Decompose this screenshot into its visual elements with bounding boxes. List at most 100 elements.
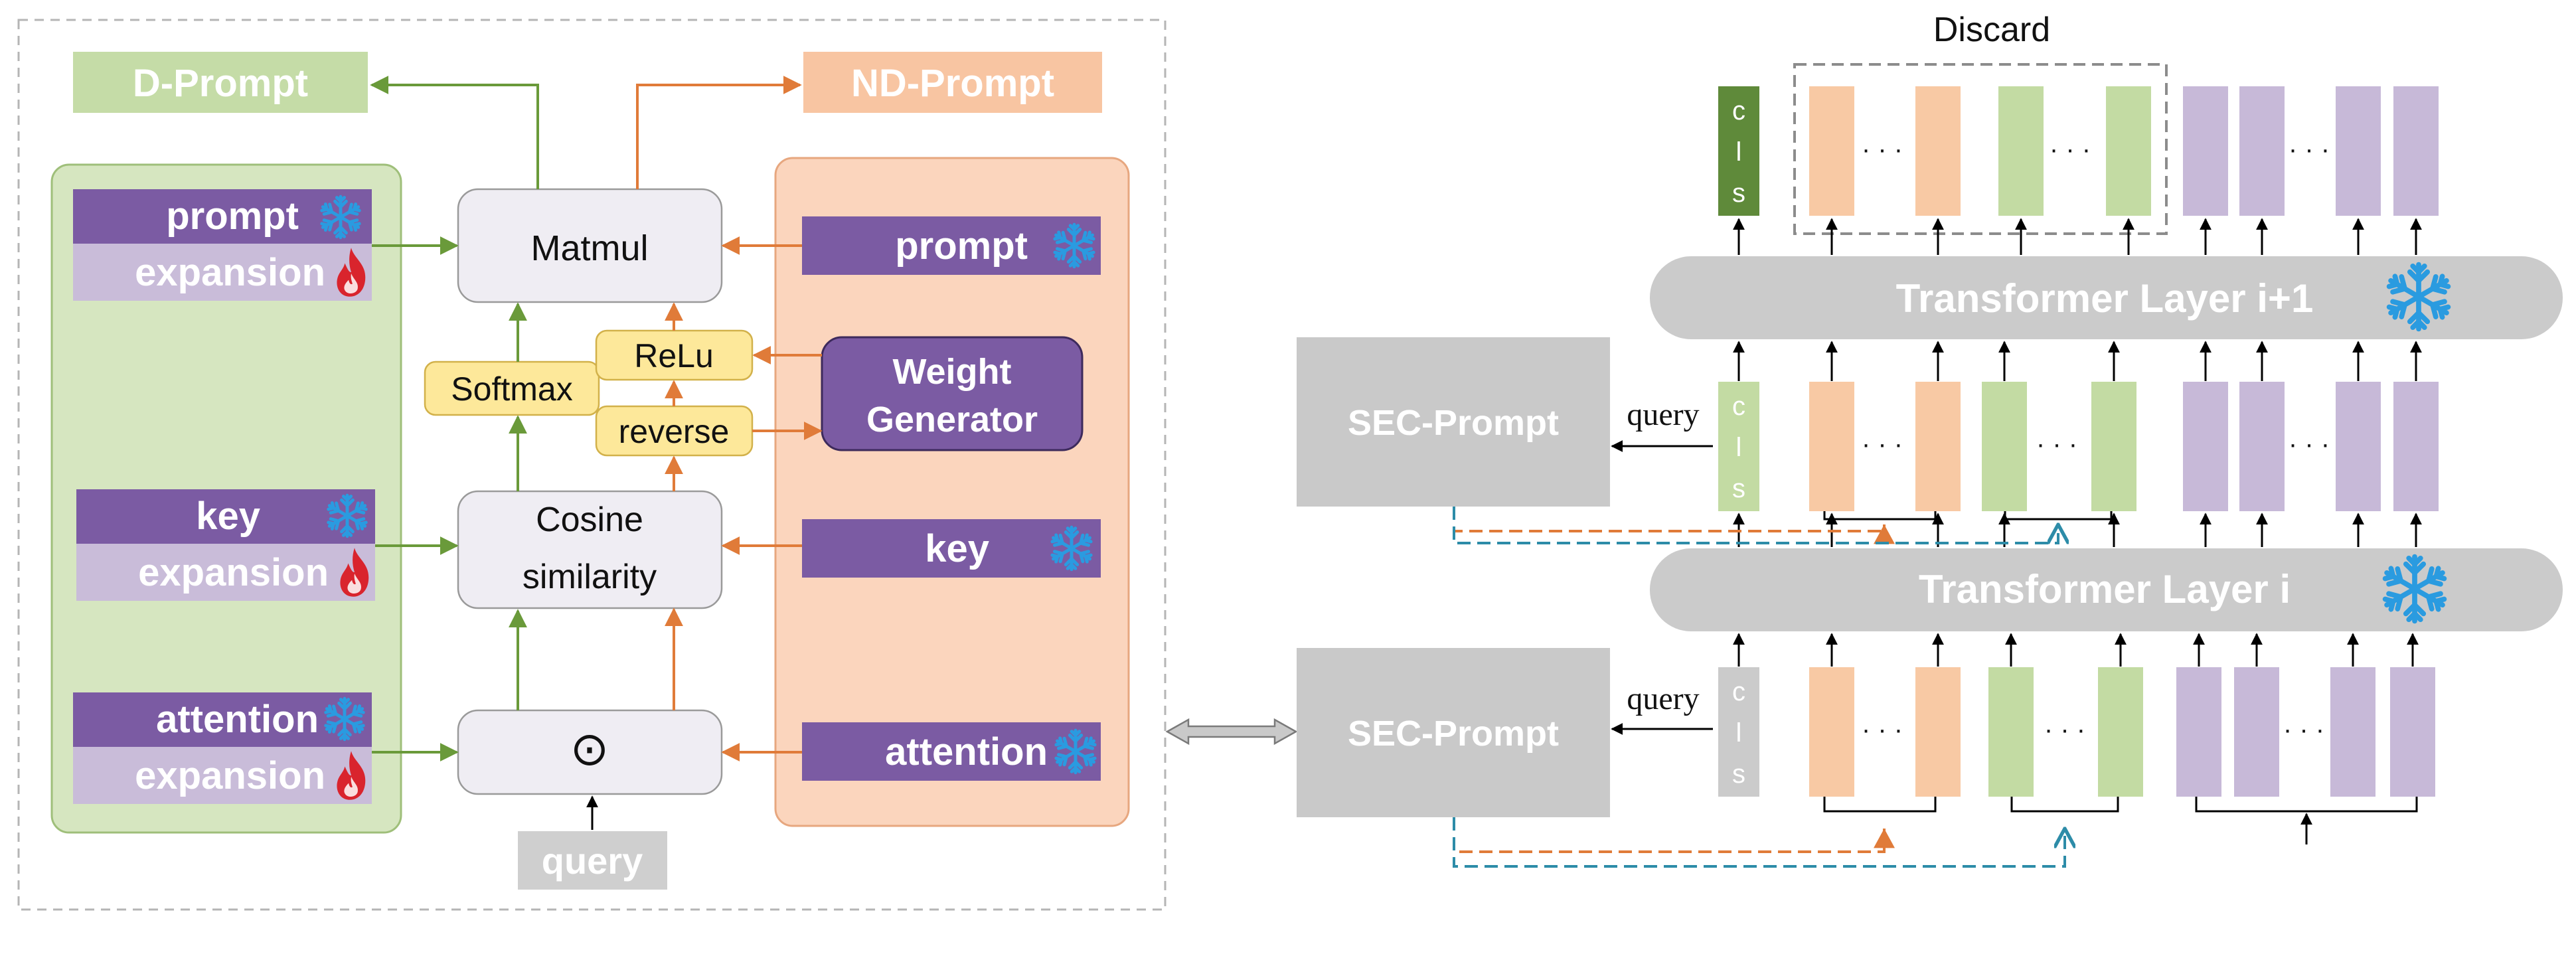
- transformer-layer-top: [1650, 256, 2563, 339]
- green-token-2: [1982, 382, 2027, 511]
- discard-label: Discard: [1933, 11, 2050, 49]
- double-arrow-icon: [1165, 718, 1298, 746]
- d-prompt-title: D-Prompt: [133, 62, 308, 105]
- purple-token-6: [2330, 667, 2375, 797]
- green-token-2: [1988, 667, 2034, 797]
- purple-token-4: [2176, 667, 2221, 797]
- transformer-layer-bottom: [1650, 548, 2563, 631]
- query-label-left: query: [542, 840, 643, 882]
- brackets-bottom: [1823, 797, 2418, 813]
- d-prompt-item-expansion: expansion: [135, 754, 325, 797]
- purple-token-4: [2183, 86, 2228, 216]
- softmax-box: [424, 360, 600, 416]
- purple-token-7: [2393, 86, 2439, 216]
- purple-token-5: [2239, 86, 2285, 216]
- ellipsis-mid-orange: · · ·: [1862, 430, 1903, 459]
- orange-token-1: [1915, 86, 1961, 216]
- discard-frame: [1793, 63, 2168, 235]
- cls-letter-s: s: [1732, 179, 1745, 208]
- token-row-bottom: [1733, 633, 2435, 797]
- matmul-label: Matmul: [530, 228, 648, 268]
- d-prompt-item-label: key: [196, 495, 260, 538]
- ellipsis-bot-purple: · · ·: [2283, 715, 2324, 744]
- nd-prompt-item-label: attention: [885, 730, 1048, 773]
- orange-arrows: [636, 76, 823, 761]
- orange-token-0: [1809, 382, 1854, 511]
- cls-letter-s: s: [1732, 759, 1745, 789]
- green-token-2: [1998, 86, 2044, 216]
- weight-generator-box: [821, 336, 1084, 451]
- nd-prompt-title: ND-Prompt: [851, 62, 1054, 105]
- nd-prompt-item-prompt: prompt: [802, 216, 1101, 275]
- nd-prompt-title-box: [803, 52, 1102, 113]
- ellipsis-bot-orange: · · ·: [1862, 715, 1903, 744]
- hadamard-product-symbol: ⊙: [570, 723, 609, 775]
- nd-prompt-item-label: key: [925, 527, 989, 570]
- cls-letter-l: l: [1736, 137, 1742, 167]
- sec-prompt-bottom-label: SEC-Prompt: [1348, 714, 1559, 754]
- purple-token-4: [2183, 382, 2228, 511]
- d-prompt-title-box: [73, 52, 368, 113]
- orange-token-1: [1915, 667, 1961, 797]
- reverse-label: reverse: [619, 413, 730, 450]
- cls-token-top: c l s: [1718, 86, 1759, 216]
- weight-generator-line1: Weight: [893, 352, 1012, 392]
- nd-prompt-item-label: prompt: [895, 224, 1028, 268]
- brackets-middle: [1823, 511, 2113, 520]
- orange-token-1: [1915, 382, 1961, 511]
- cosine-similarity-line2: similarity: [523, 558, 657, 596]
- nd-prompt-item-key: key: [802, 519, 1101, 578]
- green-token-3: [2091, 382, 2136, 511]
- ellipsis-top-purple: · · ·: [2289, 135, 2330, 164]
- cls-letter-l: l: [1736, 433, 1742, 462]
- query-label-top: query: [1627, 397, 1699, 432]
- sec-prompt-bottom: [1297, 648, 1610, 817]
- transformer-layer-top-label: Transformer Layer i+1: [1896, 276, 2314, 321]
- weight-generator-line2: Generator: [866, 400, 1038, 439]
- token-row-top: [1733, 86, 2439, 255]
- d-prompt-item-prompt: prompt expansion: [73, 189, 372, 301]
- relu-label: ReLu: [634, 337, 714, 374]
- purple-token-7: [2390, 667, 2435, 797]
- query-box-left: [518, 831, 667, 890]
- orange-token-0: [1809, 86, 1854, 216]
- orange-token-0: [1809, 667, 1854, 797]
- purple-token-6: [2336, 382, 2381, 511]
- d-prompt-item-label: attention: [156, 698, 319, 741]
- ellipsis-mid-green: · · ·: [2036, 430, 2077, 459]
- query-label-bottom: query: [1627, 681, 1699, 716]
- purple-token-7: [2393, 382, 2439, 511]
- purple-token-5: [2239, 382, 2285, 511]
- cls-letter-c: c: [1732, 677, 1745, 706]
- transformer-layer-bottom-label: Transformer Layer i: [1919, 567, 2291, 611]
- cls-letter-c: c: [1732, 96, 1745, 125]
- sec-prompt-top: [1297, 337, 1610, 507]
- green-token-3: [2098, 667, 2143, 797]
- ellipsis-top-orange: · · ·: [1862, 135, 1903, 164]
- ellipsis-mid-purple: · · ·: [2289, 430, 2330, 459]
- dashed-arrows-bottom: [1453, 817, 2065, 868]
- token-row-middle: [1733, 341, 2439, 547]
- purple-token-6: [2336, 86, 2381, 216]
- dashed-arrows-middle: [1453, 507, 2058, 544]
- d-prompt-item-key: key expansion: [76, 489, 375, 601]
- green-arrows: [370, 76, 539, 761]
- nd-prompt-item-attention: attention: [802, 722, 1101, 781]
- purple-token-5: [2234, 667, 2279, 797]
- cls-token-middle: c l s: [1718, 382, 1759, 511]
- cosine-similarity-line1: Cosine: [536, 501, 643, 539]
- sec-prompt-top-label: SEC-Prompt: [1348, 403, 1559, 443]
- d-prompt-item-expansion: expansion: [135, 251, 325, 294]
- cls-token-bottom: c l s: [1718, 667, 1759, 797]
- nd-prompt-container: [774, 157, 1130, 827]
- d-prompt-item-attention: attention expansion: [73, 692, 372, 804]
- green-token-3: [2106, 86, 2151, 216]
- ellipsis-top-green: · · ·: [2050, 135, 2091, 164]
- cls-letter-l: l: [1736, 718, 1742, 748]
- d-prompt-item-label: prompt: [166, 195, 299, 238]
- d-prompt-item-expansion: expansion: [138, 551, 329, 594]
- cls-letter-s: s: [1732, 474, 1745, 503]
- softmax-label: Softmax: [451, 370, 572, 408]
- cls-letter-c: c: [1732, 392, 1745, 421]
